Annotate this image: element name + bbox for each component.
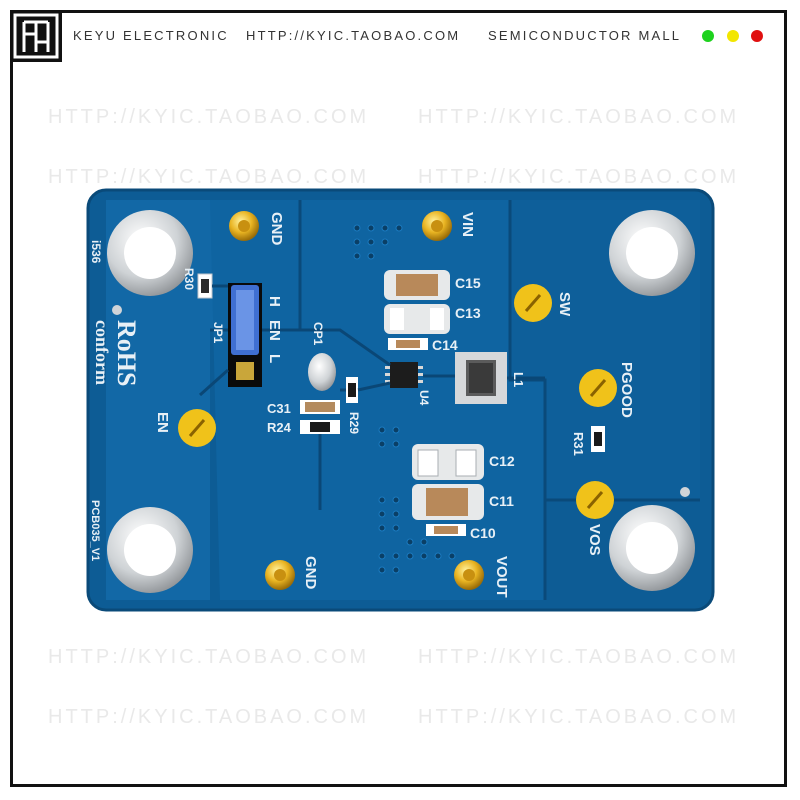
- watermark-text: HTTP://KYIC.TAOBAO.COM: [418, 166, 740, 188]
- sma-connector-vin: [422, 211, 452, 241]
- status-dot-green: [702, 30, 714, 42]
- label-rohs: RoHS: [112, 320, 141, 386]
- brand-logo: [10, 10, 62, 62]
- label-vos: VOS: [586, 524, 603, 556]
- label-pgood: PGOOD: [618, 362, 635, 418]
- label-jp1: JP1: [211, 322, 225, 344]
- label-gnd-bottom: GND: [302, 556, 319, 590]
- watermark-text: HTTP://KYIC.TAOBAO.COM: [418, 106, 740, 128]
- brand-name: KEYU ELECTRONIC: [73, 28, 229, 43]
- test-point-sw: [514, 284, 552, 322]
- label-r30: R30: [182, 268, 196, 290]
- ic-u4: [390, 362, 418, 388]
- watermark-text: HTTP://KYIC.TAOBAO.COM: [418, 646, 740, 668]
- label-cp1: CP1: [311, 322, 325, 346]
- label-c31: C31: [267, 401, 291, 416]
- via-array: [353, 224, 456, 574]
- watermark-text: HTTP://KYIC.TAOBAO.COM: [48, 106, 370, 128]
- watermark-text: HTTP://KYIC.TAOBAO.COM: [48, 646, 370, 668]
- label-sw: SW: [556, 292, 573, 317]
- watermark-text: HTTP://KYIC.TAOBAO.COM: [418, 706, 740, 728]
- label-vin: VIN: [459, 212, 476, 237]
- sma-connector-vout: [454, 560, 484, 590]
- capacitor-cp1: [308, 353, 336, 391]
- watermark-text: HTTP://KYIC.TAOBAO.COM: [48, 706, 370, 728]
- logo-glyph-icon: [13, 13, 59, 59]
- status-dot-yellow: [727, 30, 739, 42]
- store-url: HTTP://KYIC.TAOBAO.COM: [246, 28, 461, 43]
- label-l: L: [266, 354, 283, 363]
- label-c15: C15: [455, 275, 481, 291]
- test-point-pgood: [579, 369, 617, 407]
- sma-connector-gnd-top: [229, 211, 259, 241]
- pcb-traces: [199, 284, 545, 510]
- label-h: H: [266, 296, 283, 307]
- mounting-hole: [107, 210, 193, 296]
- fiducial-mark: [112, 305, 122, 315]
- label-c13: C13: [455, 305, 481, 321]
- label-r24: R24: [267, 420, 292, 435]
- fiducial-mark: [680, 487, 690, 497]
- label-pcb-id: PCB035_V1: [89, 500, 101, 561]
- label-gnd-top: GND: [268, 212, 285, 246]
- label-c10: C10: [470, 525, 496, 541]
- label-r31: R31: [571, 432, 586, 456]
- label-side-mark: i536: [89, 240, 103, 264]
- mounting-hole: [107, 507, 193, 593]
- jumper-jp1: [228, 283, 262, 387]
- label-u4: U4: [417, 390, 431, 406]
- test-point-vos: [576, 481, 614, 519]
- label-c12: C12: [489, 453, 515, 469]
- top-rule: [62, 10, 787, 13]
- label-l1: L1: [511, 372, 526, 387]
- label-c14: C14: [432, 337, 458, 353]
- label-r29: R29: [347, 412, 361, 434]
- label-c11: C11: [489, 493, 514, 509]
- status-dot-red: [751, 30, 763, 42]
- mounting-hole: [609, 505, 695, 591]
- test-point-en: [178, 409, 216, 447]
- store-tagline: SEMICONDUCTOR MALL: [488, 28, 682, 43]
- label-vout: VOUT: [493, 556, 510, 598]
- label-conform: conform: [92, 320, 112, 385]
- label-jumper-en: EN: [266, 320, 283, 341]
- watermark-text: HTTP://KYIC.TAOBAO.COM: [48, 166, 370, 188]
- mounting-hole: [609, 210, 695, 296]
- label-en: EN: [154, 412, 171, 433]
- sma-connector-gnd-bottom: [265, 560, 295, 590]
